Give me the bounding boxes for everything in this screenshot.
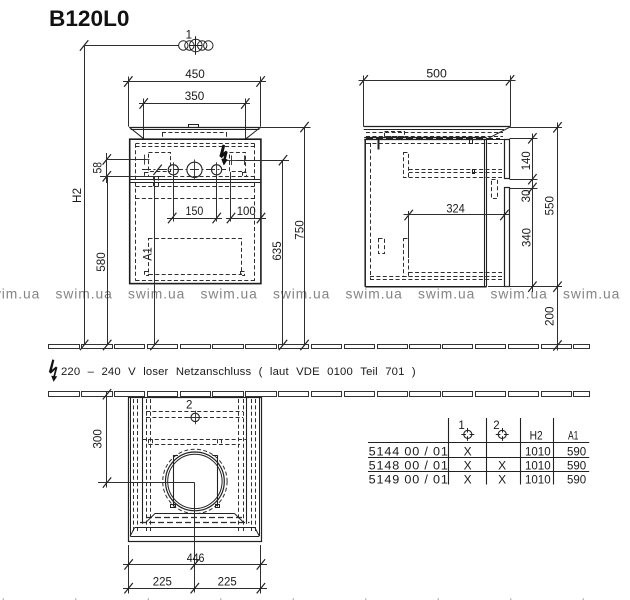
svg-text:X: X xyxy=(498,472,506,486)
svg-text:550: 550 xyxy=(542,196,556,216)
svg-text:220 – 240 V loser Netzans: 220 – 240 V loser Netzanschluss ( laut V… xyxy=(61,366,416,378)
svg-text:58: 58 xyxy=(90,162,104,174)
svg-text:750: 750 xyxy=(292,220,306,240)
svg-text:1010: 1010 xyxy=(525,459,551,473)
svg-text:swim.ua: swim.ua xyxy=(0,597,40,600)
svg-text:swim.ua: swim.ua xyxy=(201,597,258,600)
svg-text:B120L0: B120L0 xyxy=(49,6,130,31)
svg-text:1: 1 xyxy=(186,30,192,42)
svg-text:30: 30 xyxy=(519,190,533,203)
svg-text:swim.ua: swim.ua xyxy=(491,597,548,600)
svg-text:225: 225 xyxy=(218,574,237,588)
svg-text:X: X xyxy=(464,459,472,473)
svg-text:swim.ua: swim.ua xyxy=(346,597,403,600)
svg-text:225: 225 xyxy=(153,574,172,588)
svg-text:150: 150 xyxy=(186,204,204,218)
svg-text:swim.ua: swim.ua xyxy=(128,287,185,302)
svg-text:580: 580 xyxy=(94,252,108,272)
svg-text:swim.ua: swim.ua xyxy=(563,597,620,600)
svg-text:340: 340 xyxy=(520,228,534,247)
svg-text:swim.ua: swim.ua xyxy=(128,597,185,600)
svg-text:swim.ua: swim.ua xyxy=(56,287,113,302)
svg-text:100: 100 xyxy=(237,204,256,218)
svg-text:350: 350 xyxy=(185,89,205,103)
svg-text:2: 2 xyxy=(493,420,499,432)
svg-text:swim.ua: swim.ua xyxy=(56,597,113,600)
svg-text:X: X xyxy=(464,444,472,458)
svg-text:swim.ua: swim.ua xyxy=(0,287,40,302)
svg-text:590: 590 xyxy=(567,472,586,486)
svg-text:1010: 1010 xyxy=(525,444,551,458)
svg-text:swim.ua: swim.ua xyxy=(273,597,330,600)
svg-text:A1: A1 xyxy=(568,430,579,442)
svg-text:A1: A1 xyxy=(141,247,155,261)
svg-text:450: 450 xyxy=(185,67,205,81)
svg-text:swim.ua: swim.ua xyxy=(346,287,403,302)
svg-text:X: X xyxy=(498,459,506,473)
svg-text:590: 590 xyxy=(567,459,586,473)
svg-text:500: 500 xyxy=(426,67,447,81)
svg-text:5149 00 / 01: 5149 00 / 01 xyxy=(369,472,449,486)
svg-text:X: X xyxy=(464,472,472,486)
svg-text:5144 00 / 01: 5144 00 / 01 xyxy=(369,444,449,458)
svg-text:300: 300 xyxy=(91,429,105,449)
svg-text:swim.ua: swim.ua xyxy=(201,287,258,302)
svg-text:5148 00 / 01: 5148 00 / 01 xyxy=(369,459,449,473)
svg-text:1010: 1010 xyxy=(525,472,551,486)
svg-text:swim.ua: swim.ua xyxy=(273,287,330,302)
svg-text:2: 2 xyxy=(186,400,192,412)
svg-text:swim.ua: swim.ua xyxy=(563,287,620,302)
svg-text:swim.ua: swim.ua xyxy=(418,287,475,302)
svg-text:swim.ua: swim.ua xyxy=(418,597,475,600)
svg-text:590: 590 xyxy=(567,444,586,458)
svg-text:H2: H2 xyxy=(530,430,543,442)
svg-text:140: 140 xyxy=(519,151,533,170)
svg-text:635: 635 xyxy=(270,241,284,260)
svg-text:1: 1 xyxy=(458,420,464,432)
svg-text:200: 200 xyxy=(543,306,557,326)
svg-text:swim.ua: swim.ua xyxy=(491,287,548,302)
svg-text:446: 446 xyxy=(187,551,205,565)
svg-text:324: 324 xyxy=(446,201,464,215)
svg-text:H2: H2 xyxy=(70,188,84,203)
